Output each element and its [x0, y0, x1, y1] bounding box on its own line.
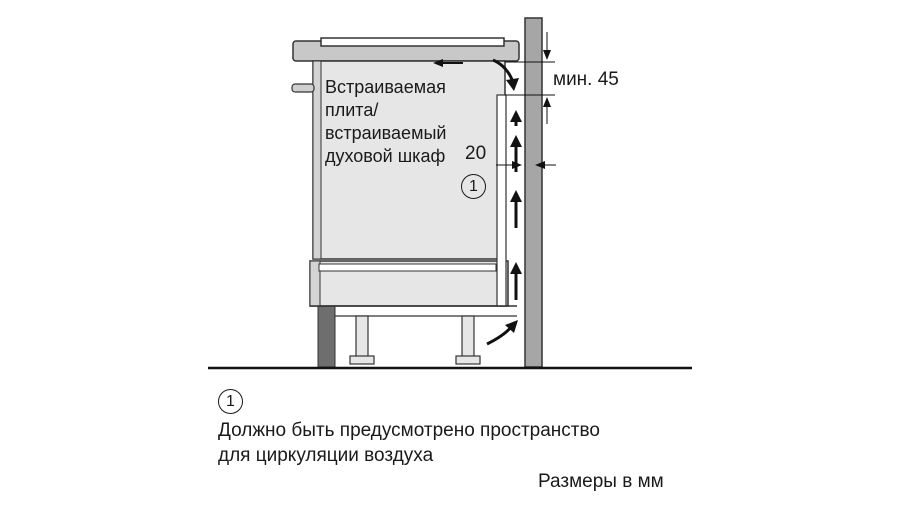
back-vent-panel: [496, 94, 507, 307]
cooktop: [320, 37, 505, 47]
arrow-up-2: [510, 190, 522, 228]
legend-text: Должно быть предусмотрено пространство д…: [218, 420, 600, 466]
cabinet-side-panel: [317, 305, 336, 368]
legend-marker: 1: [218, 389, 243, 414]
dimension-top: [505, 32, 555, 124]
dimension-top-label: мин. 45: [553, 69, 619, 90]
arrow-up-4: [510, 110, 522, 126]
appliance-label: Встраиваемая плита/ встраиваемый духовой…: [325, 77, 447, 166]
dimension-side: [496, 161, 556, 169]
plinth: [318, 263, 497, 272]
arrow-left-top: [433, 59, 463, 67]
air-gap-marker: 1: [461, 174, 486, 199]
arrow-curve-bottom: [486, 320, 518, 346]
arrow-curve-top: [492, 58, 519, 91]
arrow-up-1: [510, 262, 522, 300]
oven-handle: [291, 83, 315, 93]
wall: [524, 17, 543, 368]
foot-left: [349, 315, 375, 365]
arrow-up-3: [510, 135, 522, 172]
airflow-arrows: [433, 58, 522, 346]
dimension-side-label: 20: [465, 143, 487, 164]
foot-right: [455, 315, 481, 365]
units-note: Размеры в мм: [538, 471, 664, 492]
oven-front-strip: [312, 60, 322, 260]
